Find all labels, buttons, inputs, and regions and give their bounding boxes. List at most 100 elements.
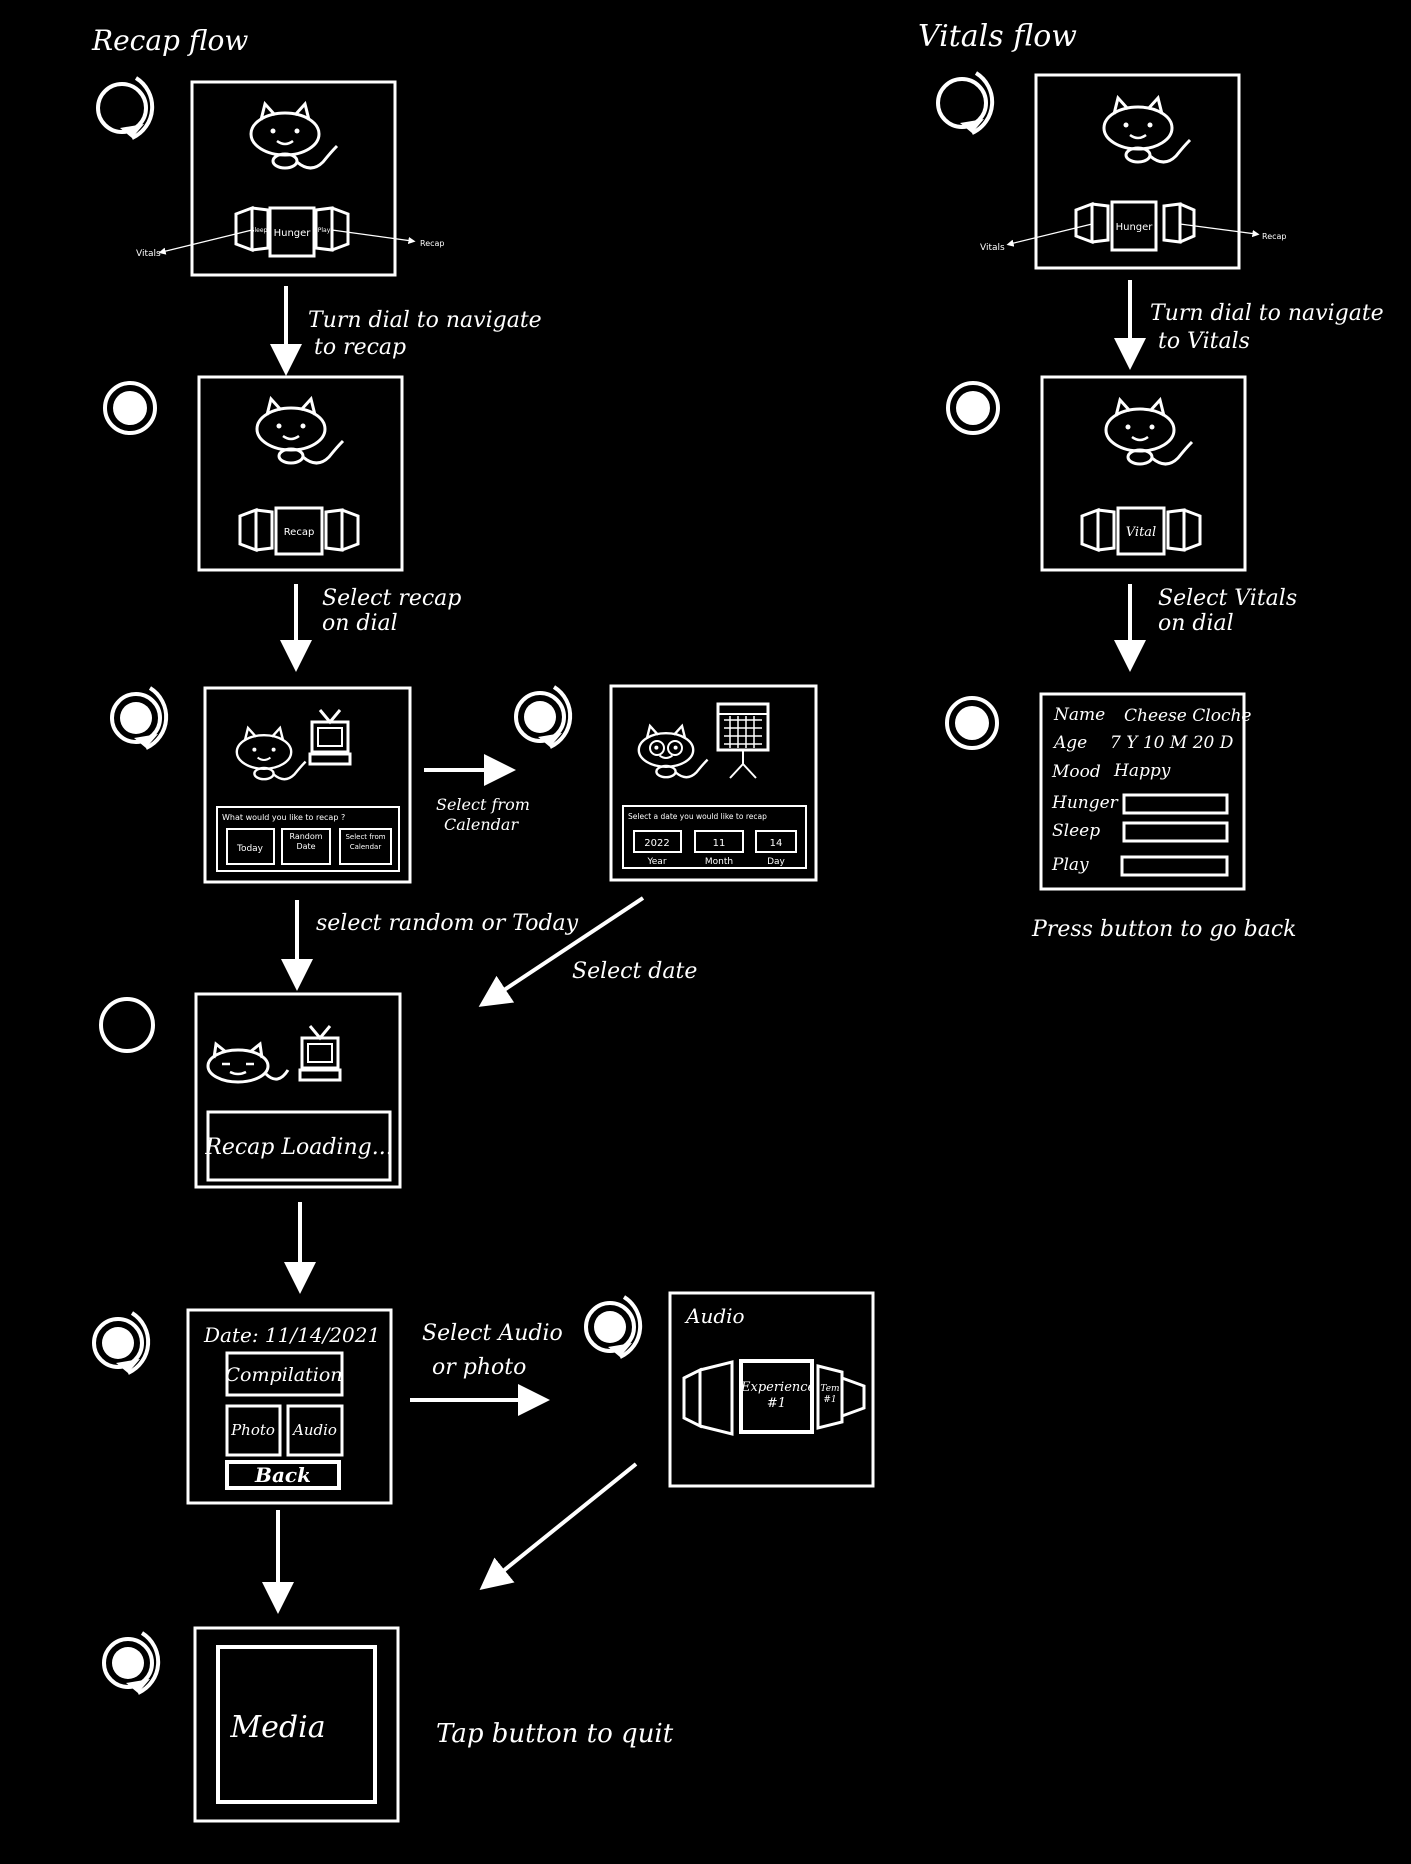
dial-press-icon [946,381,1000,435]
svg-text:Cheese Cloche: Cheese Cloche [1124,706,1251,726]
compilation-button[interactable] [225,1351,344,1397]
svg-text:Sleep: Sleep [251,227,268,234]
pet-cat-glasses-icon [637,724,709,779]
dial-menu: Hunger [1074,200,1196,252]
svg-text:Name: Name [1053,705,1105,725]
recap-prompt: What would you like to recap ? [222,813,345,822]
svg-text:Compilation: Compilation [225,1364,342,1386]
screen-recap-detail [186,1308,393,1505]
svg-text:Play: Play [1051,855,1089,875]
svg-text:7 Y 10 M 20 D: 7 Y 10 M 20 D [1110,733,1234,753]
experience-item[interactable] [739,1359,814,1434]
screen-recap-dial [197,375,404,572]
random-date-button[interactable] [281,828,331,865]
dial-selected-recap: Recap [284,527,315,538]
year-field[interactable] [633,830,682,853]
month-field[interactable] [694,830,744,853]
svg-text:Happy: Happy [1113,761,1171,781]
dial-menu: Vital [1080,506,1202,556]
back-button[interactable] [225,1460,341,1490]
svg-text:Sleep: Sleep [1052,821,1100,841]
screen-home-vitals [1034,73,1241,270]
caption-select-vitals: Select Vitals on dial [1158,586,1304,636]
vitals-flow-title: Vitals flow [918,19,1077,54]
dial-rotate-icon [110,686,169,750]
media-label: Media [229,1710,325,1745]
dial-press-icon [103,381,157,435]
pet-cat-icon [235,726,307,781]
svg-text:Hunger: Hunger [1051,793,1119,813]
svg-text:Today: Today [236,844,264,854]
caption-select-recap: Select recap on dial [322,586,468,636]
loading-text: Recap Loading... [204,1135,392,1160]
calendar-prompt: Select a date you would like to recap [628,812,767,821]
dial-rotate-icon [96,76,155,140]
screen-home [190,80,397,277]
recap-flow-title: Recap flow [91,24,248,57]
pet-cat-icon [255,397,345,465]
tv-icon [298,1024,342,1082]
caption-select-date: Select date [572,959,697,984]
svg-text:Day: Day [767,857,785,867]
dial-rotate-icon [936,71,995,135]
dial-left-label: Vitals [136,249,161,259]
dial-center-label: Hunger [274,228,312,239]
dial-rotate-icon [92,1311,151,1375]
dial-idle-icon [99,997,155,1053]
dial-right-label: Recap [420,239,445,248]
hunger-bar [1122,793,1229,815]
play-bar [1120,855,1229,877]
experience-carousel: Experience #1 Tem #1 [682,1359,866,1436]
screen-vitals-card [1039,692,1246,891]
select-from-calendar-button[interactable] [339,828,392,865]
dial-rotate-icon [514,685,573,749]
caption-turn-dial-vitals: Turn dial to navigate to Vitals [1150,301,1391,354]
svg-text:14: 14 [770,838,783,849]
dial-menu: Recap [238,506,360,556]
audio-button[interactable] [286,1404,344,1457]
tv-icon [308,708,352,766]
today-button[interactable] [226,828,275,865]
svg-text:Age: Age [1052,733,1087,753]
dial-rotate-icon [102,1631,161,1695]
pet-cat-icon [249,102,339,170]
dial-right-label: Recap [1262,232,1287,241]
caption-select-random: select random or Today [316,911,579,936]
svg-text:Year: Year [646,857,666,867]
audio-title: Audio [684,1304,745,1328]
screen-audio [668,1291,875,1488]
caption-turn-dial-recap: Turn dial to navigate to recap [308,308,549,360]
svg-text:2022: 2022 [644,838,669,849]
photo-button[interactable] [225,1404,282,1457]
screen-loading [194,992,402,1189]
screen-calendar [609,684,818,882]
date-picker-panel [622,805,807,869]
svg-text:Hunger: Hunger [1116,222,1154,233]
dial-menu: Hunger Sleep Play [234,205,350,258]
pet-cat-sleeping-icon [206,1041,290,1084]
screen-vitals-dial [1040,375,1247,572]
caption-tap-quit: Tap button to quit [436,1719,674,1749]
dial-rotate-icon [584,1295,643,1359]
day-field[interactable] [755,830,797,853]
caption-press-back: Press button to go back [1031,917,1297,942]
sleep-bar [1122,821,1229,843]
svg-text:Mood: Mood [1051,762,1101,782]
pet-cat-icon [1104,398,1194,466]
calendar-icon [716,702,770,779]
vitals-card: Name Cheese Cloche Age 7 Y 10 M 20 D Moo… [1051,705,1251,875]
dial-left-label: Vitals [980,243,1005,253]
pet-cat-icon [1102,96,1192,164]
recap-prompt-panel [216,806,400,872]
svg-text:11: 11 [713,838,726,849]
media-frame[interactable] [216,1645,377,1804]
caption-select-audio-photo: Select Audio or photo [422,1321,570,1380]
dial-selected-vitals: Vital [1126,525,1156,540]
svg-text:Play: Play [318,227,331,234]
svg-text:Month: Month [705,857,733,867]
svg-text:Audio: Audio [291,1421,337,1439]
loading-panel [206,1110,392,1182]
caption-select-calendar: Select from Calendar [436,795,535,834]
screen-recap-menu [203,686,412,884]
